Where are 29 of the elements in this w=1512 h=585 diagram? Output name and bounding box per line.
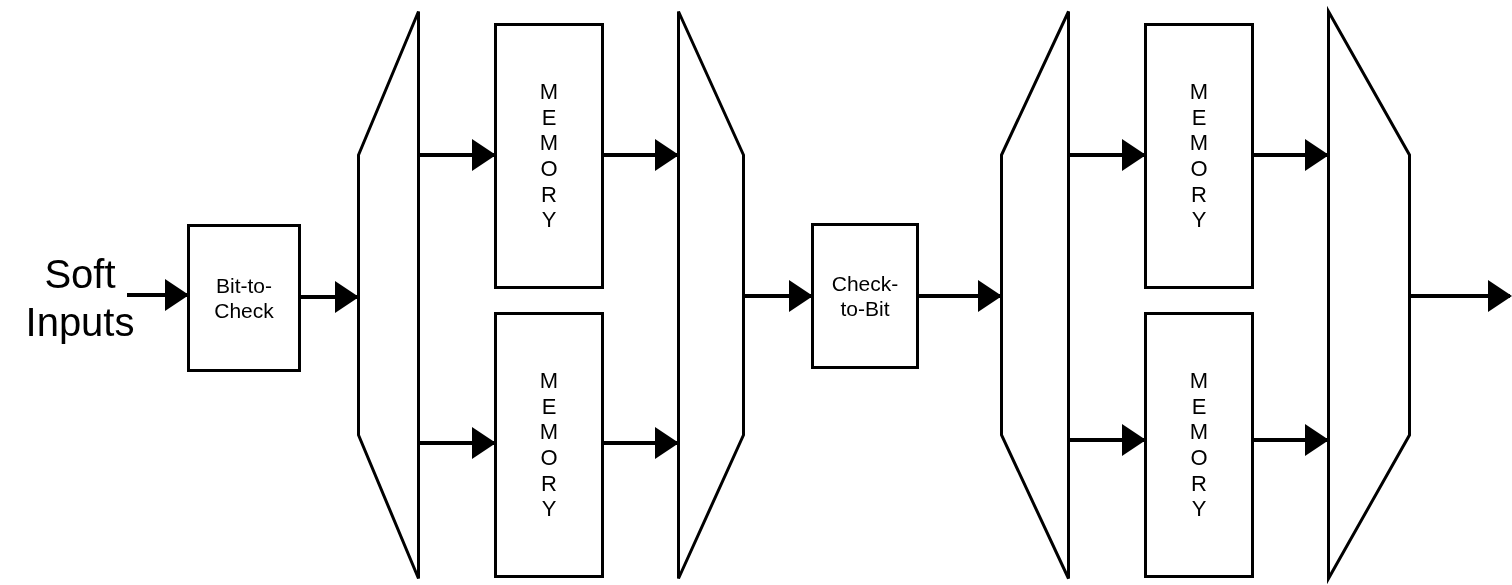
memory-block — [1144, 312, 1254, 578]
demultiplexer-trapezoid — [357, 10, 420, 580]
memory-block — [494, 312, 604, 578]
process-box — [187, 224, 301, 372]
vertical-label: MEMORY — [538, 367, 560, 523]
arrow — [1411, 280, 1512, 312]
multiplexer-trapezoid — [677, 10, 745, 580]
arrow — [1254, 424, 1329, 456]
vertical-label: MEMORY — [538, 78, 560, 234]
arrow — [127, 279, 189, 311]
memory-block — [1144, 23, 1254, 289]
box-label: Bit-to-Check — [213, 272, 275, 324]
arrow — [420, 139, 496, 171]
process-box — [811, 223, 919, 369]
arrow — [604, 427, 679, 459]
vertical-label: MEMORY — [1188, 367, 1210, 523]
arrow — [745, 280, 813, 312]
demultiplexer-trapezoid — [1000, 10, 1070, 580]
arrow — [420, 427, 496, 459]
memory-block — [494, 23, 604, 289]
box-label: Check-to-Bit — [830, 270, 900, 322]
arrow — [1070, 139, 1146, 171]
arrow — [1254, 139, 1329, 171]
arrow — [919, 280, 1002, 312]
arrow — [604, 139, 679, 171]
arrow — [301, 281, 359, 313]
input-label: Soft Inputs — [24, 250, 136, 346]
arrow — [1070, 424, 1146, 456]
vertical-label: MEMORY — [1188, 78, 1210, 234]
